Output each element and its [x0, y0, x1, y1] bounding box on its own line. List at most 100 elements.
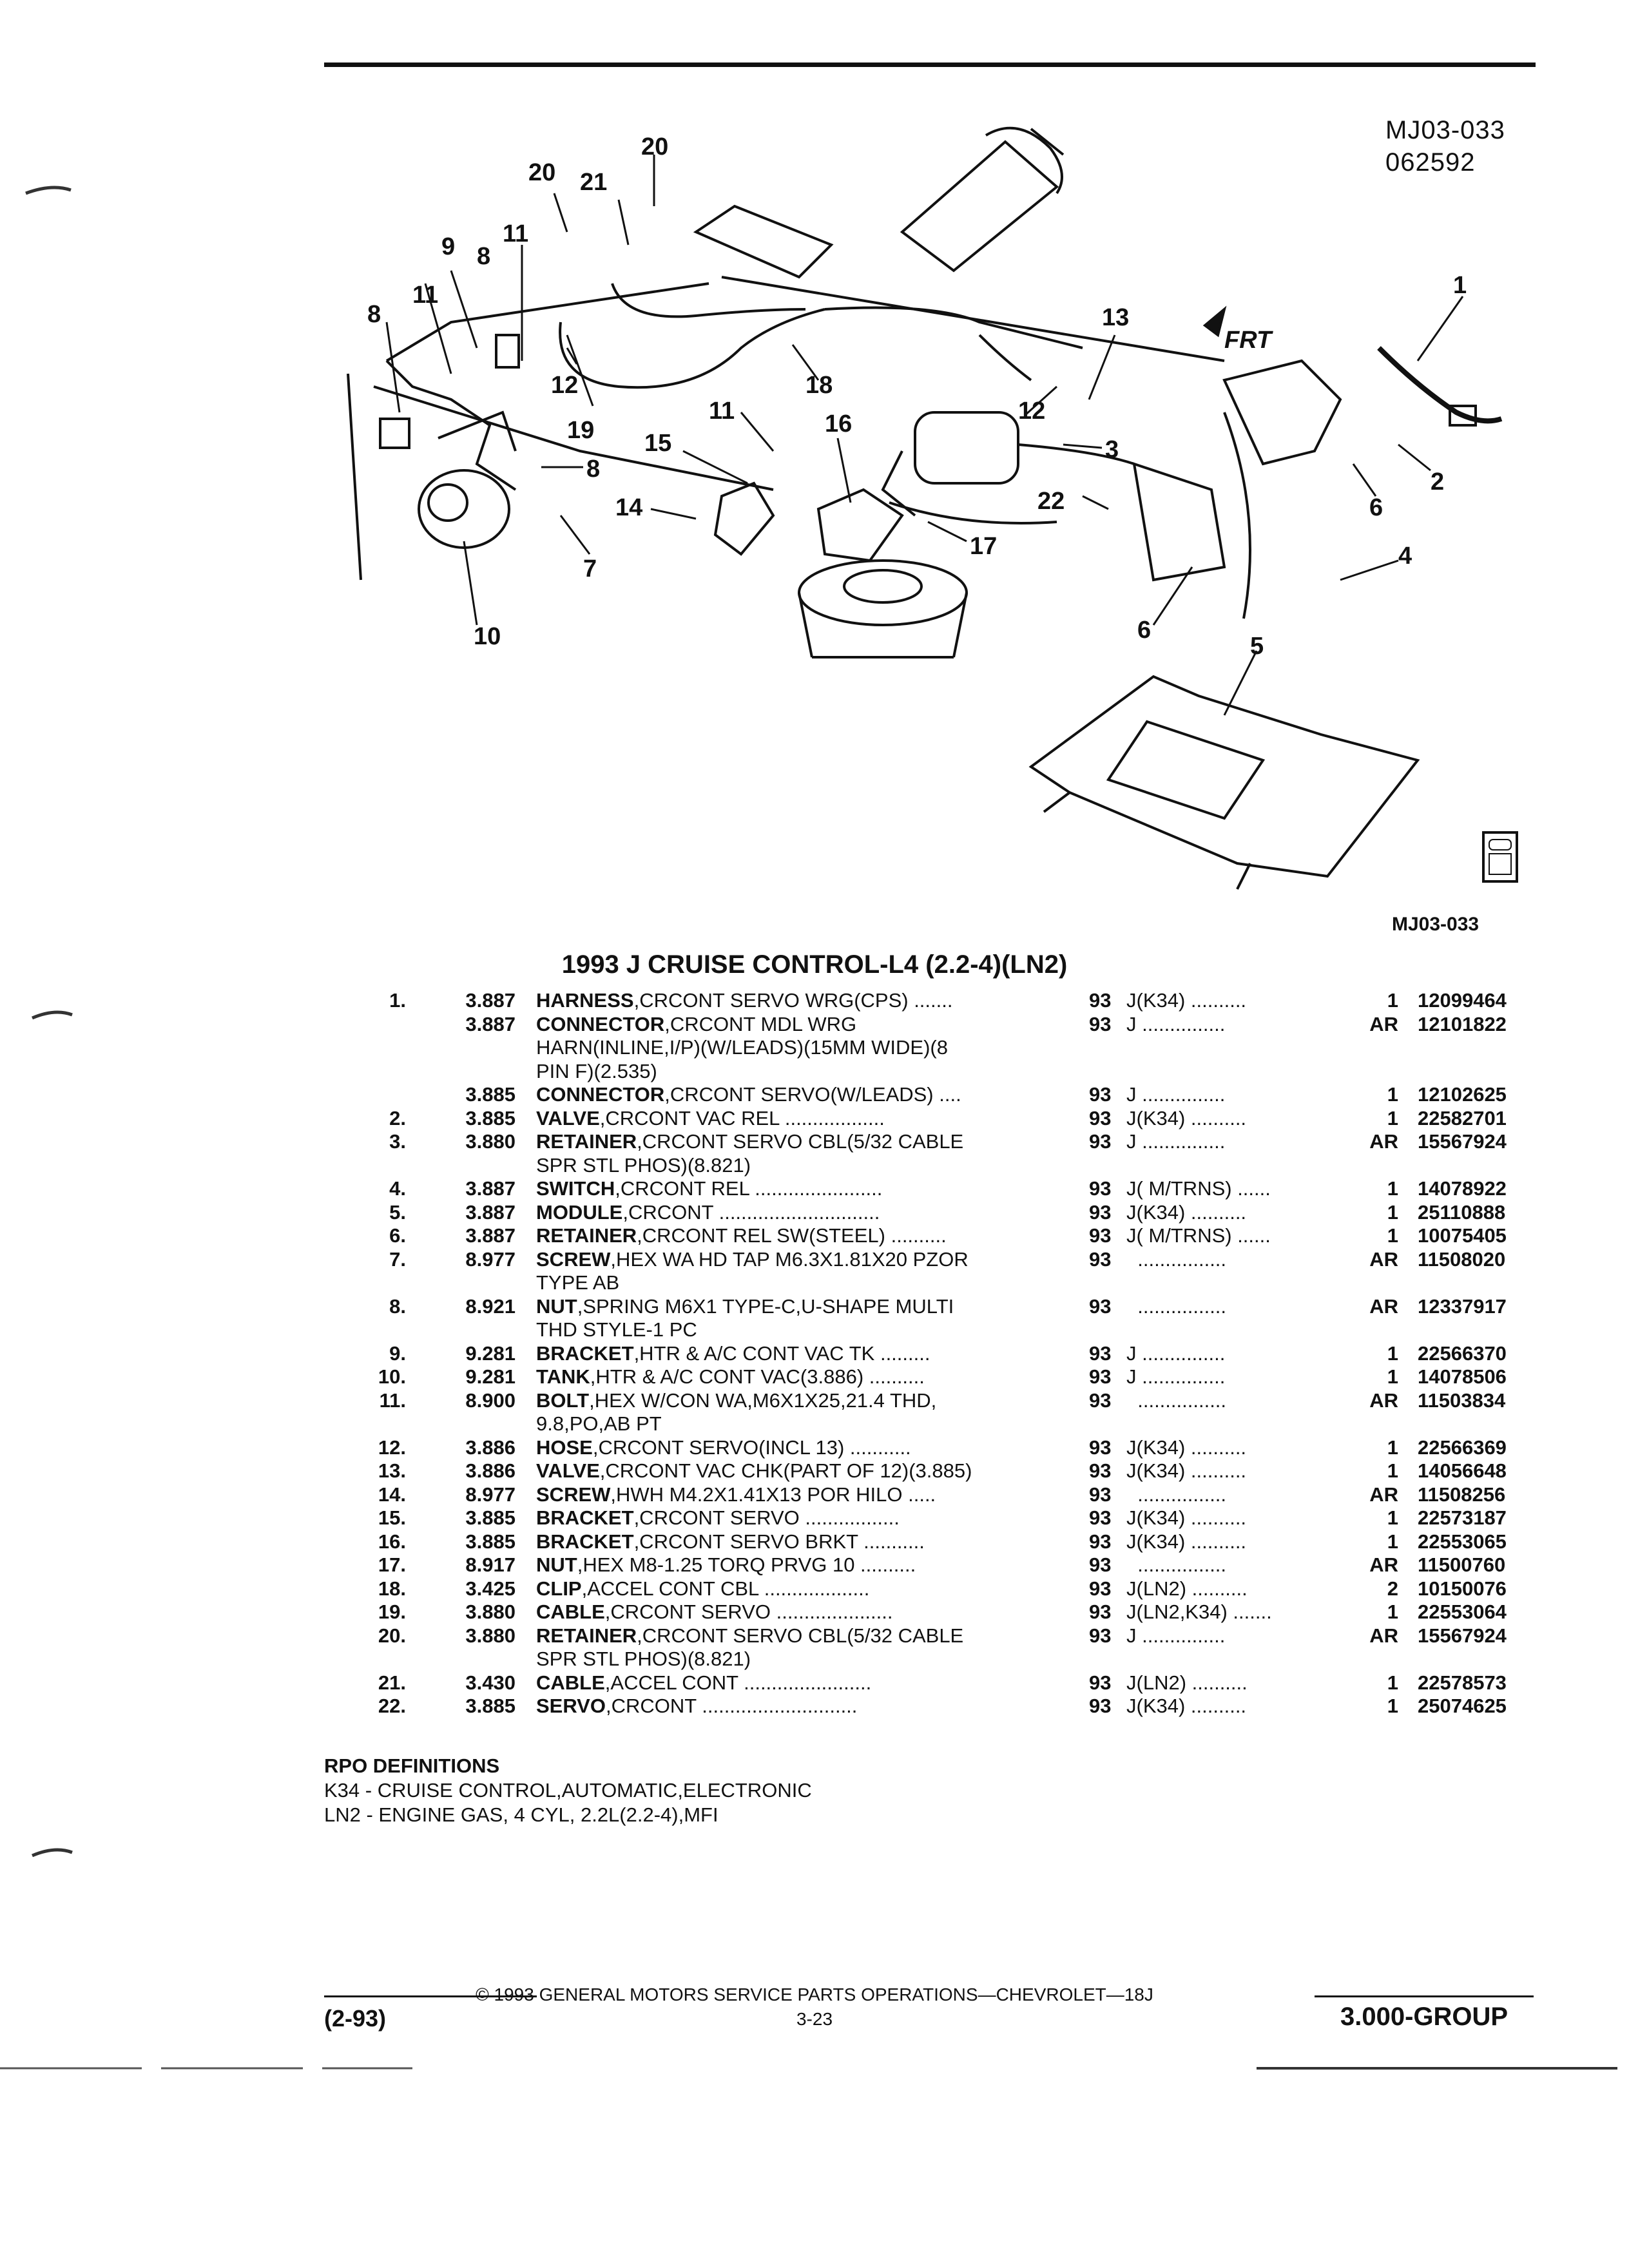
part-number: 14078922 [1418, 1177, 1507, 1200]
part-name: CLIP [536, 1577, 582, 1600]
part-description: CABLE,ACCEL CONT ....................... [536, 1671, 1065, 1695]
part-group-number: 3.887 [465, 1012, 516, 1035]
part-description-text: ,HEX M8-1.25 TORQ PRVG 10 .......... [577, 1553, 916, 1576]
footer-copyright: © 1993 GENERAL MOTORS SERVICE PARTS OPER… [476, 1984, 1153, 2004]
part-number: 22553065 [1418, 1530, 1507, 1553]
part-quantity: 1 [1387, 1436, 1398, 1459]
part-year: 93 [1089, 1365, 1112, 1388]
callout-labels: 1 2 3 4 5 6 6 7 8 8 8 9 10 11 11 11 12 1… [367, 133, 1467, 660]
part-number: 10075405 [1418, 1224, 1507, 1247]
part-description-text: ,CRCONT SERVO ................. [633, 1506, 900, 1529]
part-description: NUT,SPRING M6X1 TYPE-C,U-SHAPE MULTI [536, 1295, 1065, 1318]
part-name: RETAINER [536, 1130, 637, 1153]
part-name: RETAINER [536, 1624, 637, 1647]
part-quantity: AR [1369, 1294, 1398, 1318]
part-quantity: AR [1369, 1483, 1398, 1506]
part-row: 9.8,PO,AB PT [0, 1412, 1629, 1436]
part-model: ................ [1126, 1247, 1227, 1271]
callout-15: 15 [644, 430, 671, 457]
part-year: 93 [1089, 1341, 1112, 1365]
part-model: J( M/TRNS) ...... [1126, 1177, 1271, 1200]
part-description: THD STYLE-1 PC [536, 1318, 1065, 1341]
part-description: CONNECTOR,CRCONT SERVO(W/LEADS) .... [536, 1083, 1065, 1106]
rpo-heading: RPO DEFINITIONS [324, 1754, 500, 1777]
part-year: 93 [1089, 1577, 1112, 1600]
part-number: 14056648 [1418, 1459, 1507, 1482]
callout-9: 9 [441, 233, 455, 260]
top-rule [324, 62, 1536, 67]
part-model: J(LN2) .......... [1126, 1671, 1248, 1694]
part-year: 93 [1089, 1624, 1112, 1647]
part-quantity: 1 [1387, 1200, 1398, 1224]
part-item-number: 11. [379, 1389, 406, 1412]
part-group-number: 9.281 [465, 1341, 516, 1365]
part-description-text: ,HEX WA HD TAP M6.3X1.81X20 PZOR [610, 1247, 969, 1271]
part-description: HOSE,CRCONT SERVO(INCL 13) ........... [536, 1436, 1065, 1459]
part-item-number: 13. [378, 1459, 406, 1482]
callout-11a: 11 [412, 282, 438, 309]
part-description-text: 9.8,PO,AB PT [536, 1412, 662, 1435]
callout-12a: 12 [551, 372, 578, 399]
page-title: 1993 J CRUISE CONTROL-L4 (2.2-4)(LN2) [561, 950, 1068, 979]
part-description-text: ,CRCONT VAC REL .................. [599, 1106, 885, 1129]
part-model: J ............... [1126, 1012, 1226, 1035]
part-year: 93 [1089, 1012, 1112, 1035]
part-description: VALVE,CRCONT VAC REL .................. [536, 1107, 1065, 1130]
callout-6b: 6 [1137, 617, 1151, 644]
rpo-line-k34: K34 - CRUISE CONTROL,AUTOMATIC,ELECTRONI… [324, 1779, 812, 1802]
footer-group: 3.000-GROUP [1340, 2003, 1509, 2031]
part-description: TANK,HTR & A/C CONT VAC(3.886) .........… [536, 1365, 1065, 1389]
part-year: 93 [1089, 1200, 1112, 1224]
part-description: RETAINER,CRCONT SERVO CBL(5/32 CABLE [536, 1624, 1065, 1648]
part-row: TYPE AB [0, 1271, 1629, 1295]
part-model: J ............... [1126, 1130, 1226, 1153]
part-model: ................ [1126, 1553, 1227, 1576]
part-item-number: 22. [378, 1695, 406, 1717]
part-description: HARNESS,CRCONT SERVO WRG(CPS) ....... [536, 989, 1065, 1012]
part-name: VALVE [536, 1106, 600, 1129]
part-model: J(K34) .......... [1126, 1200, 1247, 1224]
part-quantity: 1 [1387, 1671, 1398, 1694]
gm-spo-logo [1482, 831, 1518, 883]
part-description: CABLE,CRCONT SERVO ..................... [536, 1600, 1065, 1624]
part-year: 93 [1089, 1553, 1112, 1576]
margin-marks [25, 186, 73, 1858]
part-item-number: 4. [389, 1177, 406, 1200]
callout-5: 5 [1250, 633, 1264, 660]
part-description-text: PIN F)(2.535) [536, 1059, 657, 1082]
part-year: 93 [1089, 1600, 1112, 1623]
part-description-text: ,HTR & A/C CONT VAC TK ......... [633, 1341, 930, 1365]
part-description: NUT,HEX M8-1.25 TORQ PRVG 10 .......... [536, 1553, 1065, 1577]
part-number: 12102625 [1418, 1083, 1507, 1106]
part-description: SPR STL PHOS)(8.821) [536, 1648, 1065, 1671]
callout-17: 17 [970, 533, 997, 560]
part-item-number: 20. [378, 1624, 406, 1647]
part-number: 15567924 [1418, 1624, 1507, 1647]
part-year: 93 [1089, 1483, 1112, 1506]
callout-8a: 8 [586, 456, 600, 483]
part-name: HARNESS [536, 989, 634, 1012]
part-item-number: 6. [389, 1224, 406, 1247]
part-quantity: 1 [1387, 1083, 1398, 1106]
part-name: BRACKET [536, 1506, 634, 1529]
part-description-text: ,SPRING M6X1 TYPE-C,U-SHAPE MULTI [577, 1294, 954, 1318]
part-description-text: ,CRCONT ............................. [622, 1200, 880, 1224]
front-label: FRT [1224, 327, 1273, 354]
part-quantity: AR [1369, 1624, 1398, 1647]
part-description: VALVE,CRCONT VAC CHK(PART OF 12)(3.885) [536, 1459, 1065, 1483]
part-name: BOLT [536, 1389, 590, 1412]
part-item-number: 7. [389, 1247, 406, 1271]
part-name: CABLE [536, 1600, 605, 1623]
part-description: BRACKET,CRCONT SERVO ................. [536, 1506, 1065, 1530]
part-group-number: 3.887 [465, 1177, 516, 1200]
